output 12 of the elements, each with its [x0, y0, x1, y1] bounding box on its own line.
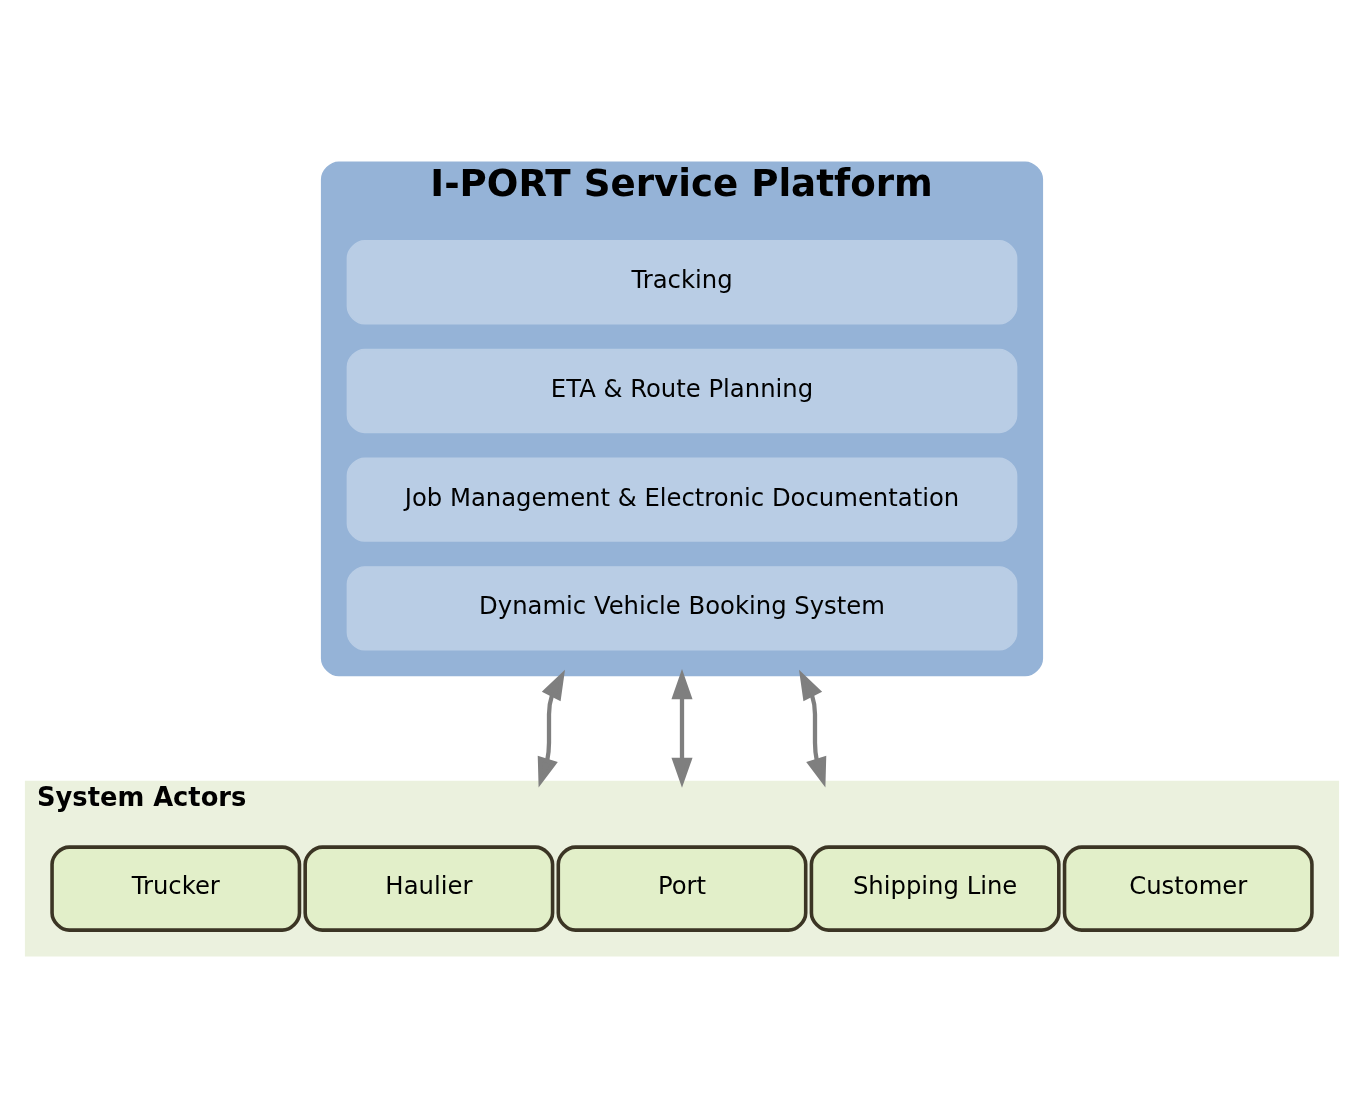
node-box: ETA & Route Planning: [346, 348, 1018, 433]
node-box: Job Management & Electronic Documentation: [346, 456, 1018, 542]
node-box: Shipping Line: [809, 844, 1061, 932]
arrow: [537, 669, 565, 788]
node-box: Port: [556, 844, 808, 932]
node-box: Customer: [1062, 844, 1314, 932]
node-box: Haulier: [303, 844, 555, 932]
arrow: [799, 669, 827, 788]
node-box: Trucker: [50, 844, 302, 932]
node-box: Tracking: [346, 239, 1018, 324]
node-box: Dynamic Vehicle Booking System: [346, 565, 1018, 651]
arrow: [671, 668, 693, 788]
